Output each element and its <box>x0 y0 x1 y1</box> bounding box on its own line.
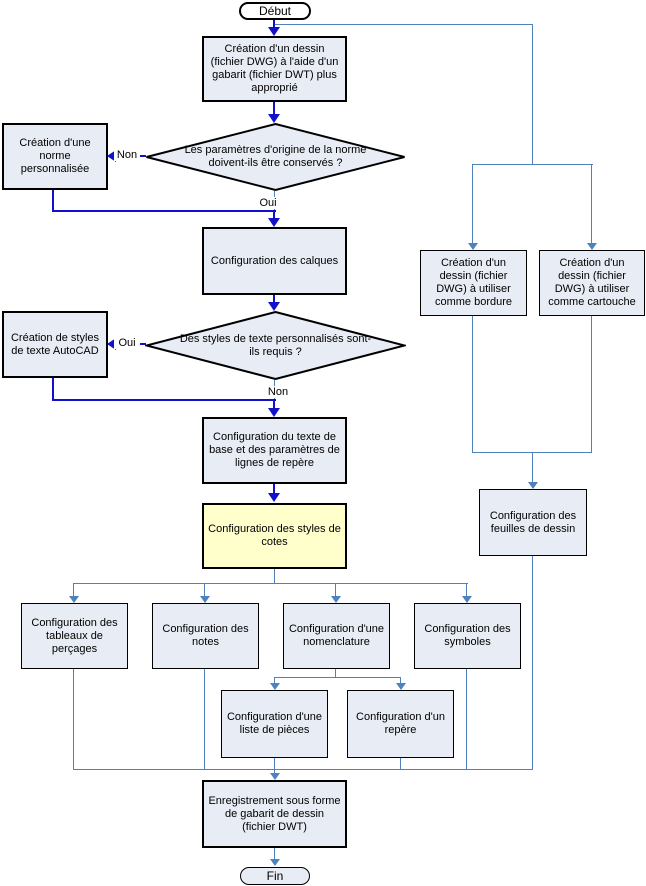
flow-line <box>274 677 275 683</box>
arrow-down-icon <box>270 773 280 780</box>
flow-line <box>273 20 275 28</box>
flow-line <box>52 190 54 212</box>
arrow-down-icon <box>69 596 79 603</box>
arrow-down-icon <box>468 243 478 250</box>
flow-line <box>204 669 205 770</box>
decision-text-styles: Des styles de texte personnalisés sont-i… <box>145 311 406 380</box>
flow-line <box>204 583 205 596</box>
node-symbols[interactable]: Configuration des symboles <box>414 603 521 669</box>
arrow-down-icon <box>268 27 280 36</box>
arrow-left-icon <box>107 338 116 350</box>
node-border-drawing[interactable]: Création d'un dessin (fichier DWG) à uti… <box>420 250 527 316</box>
flow-line <box>52 378 54 401</box>
flow-line <box>273 399 275 408</box>
start-terminator: Début <box>239 2 311 20</box>
node-sheets[interactable]: Configuration des feuilles de dessin <box>479 489 587 556</box>
flow-line <box>466 583 467 596</box>
arrow-down-icon <box>268 408 280 417</box>
flow-line <box>472 316 473 453</box>
flow-line <box>335 583 336 596</box>
flow-line <box>136 343 146 345</box>
flow-line <box>136 155 146 157</box>
arrow-down-icon <box>268 493 280 502</box>
edge-label-yes: Oui <box>254 197 282 209</box>
arrow-down-icon <box>587 243 597 250</box>
flow-line <box>274 677 401 678</box>
flow-line <box>532 24 533 164</box>
flow-line <box>466 669 467 770</box>
decision-keep-standard-label: Les paramètres d'origine de la norme doi… <box>184 144 367 169</box>
flow-line <box>274 569 275 583</box>
flow-line <box>591 164 592 243</box>
node-custom-standard[interactable]: Création d'une norme personnalisée <box>2 123 108 190</box>
edge-label-no: Non <box>262 386 294 398</box>
start-label: Début <box>258 4 292 18</box>
flow-line <box>52 210 276 212</box>
arrow-down-icon <box>200 596 210 603</box>
node-balloon[interactable]: Configuration d'un repère <box>347 690 454 758</box>
node-titleblock-drawing[interactable]: Création d'un dessin (fichier DWG) à uti… <box>539 250 645 316</box>
flow-line <box>274 769 275 773</box>
flow-line <box>274 758 275 770</box>
edge-label-no: Non <box>114 149 140 161</box>
flow-line <box>400 758 401 770</box>
flow-line <box>273 102 275 114</box>
node-layers[interactable]: Configuration des calques <box>202 227 347 295</box>
flow-line <box>473 164 593 165</box>
arrow-left-icon <box>107 150 116 162</box>
flow-line <box>52 399 276 401</box>
node-save-template[interactable]: Enregistrement sous forme de gabarit de … <box>202 780 347 848</box>
node-notes[interactable]: Configuration des notes <box>152 603 259 669</box>
flow-line <box>273 295 275 302</box>
flow-line <box>335 669 336 678</box>
flow-line <box>273 484 275 493</box>
node-parts-list[interactable]: Configuration d'une liste de pièces <box>221 690 328 758</box>
flow-line <box>400 677 401 683</box>
flow-line <box>74 583 468 584</box>
end-label: Fin <box>266 869 284 883</box>
flow-line <box>273 210 275 218</box>
node-hole-tables[interactable]: Configuration des tableaux de perçages <box>21 603 128 669</box>
arrow-down-icon <box>462 596 472 603</box>
arrow-down-icon <box>270 683 280 690</box>
arrow-down-icon <box>396 683 406 690</box>
flow-line <box>274 848 275 859</box>
flow-line <box>73 583 74 596</box>
flow-line <box>532 556 533 770</box>
decision-keep-standard: Les paramètres d'origine de la norme doi… <box>145 123 406 191</box>
node-base-text[interactable]: Configuration du texte de base et des pa… <box>202 417 347 484</box>
arrow-down-icon <box>270 859 280 866</box>
arrow-down-icon <box>528 482 538 489</box>
diamond-shape <box>145 311 406 380</box>
flow-line <box>73 669 74 770</box>
node-dimension-styles[interactable]: Configuration des styles de cotes <box>202 503 347 569</box>
end-terminator: Fin <box>240 867 310 885</box>
flow-line <box>532 452 533 482</box>
flow-line <box>73 769 533 770</box>
arrow-down-icon <box>331 596 341 603</box>
diamond-shape <box>146 123 405 191</box>
arrow-down-icon <box>268 114 280 123</box>
edge-label-yes: Oui <box>114 337 140 349</box>
node-create-drawing[interactable]: Création d'un dessin (fichier DWG) à l'a… <box>202 36 347 102</box>
flow-line <box>472 164 473 243</box>
flow-line <box>591 316 592 453</box>
arrow-down-icon <box>268 302 280 311</box>
node-bom[interactable]: Configuration d'une nomenclature <box>283 603 390 669</box>
decision-text-styles-label: Des styles de texte personnalisés sont-i… <box>179 332 372 358</box>
arrow-down-icon <box>268 218 280 227</box>
node-autocad-text-styles[interactable]: Création de styles de texte AutoCAD <box>2 311 108 378</box>
flow-line <box>275 24 533 25</box>
